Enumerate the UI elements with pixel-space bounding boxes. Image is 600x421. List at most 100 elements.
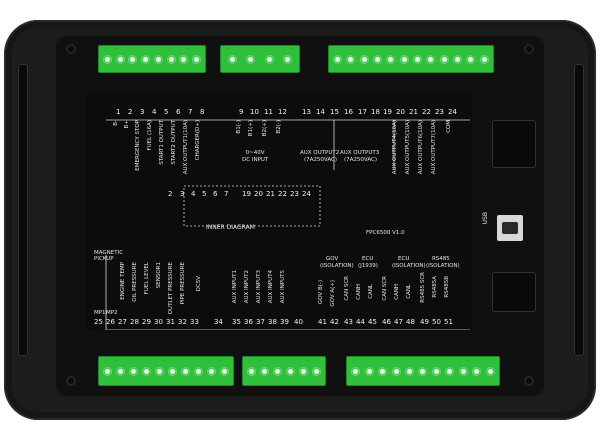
inner-number: 7 (224, 190, 229, 198)
terminal-number: 16 (344, 108, 353, 116)
terminal-block-top-2[interactable] (220, 45, 300, 73)
terminal-number: 27 (118, 318, 127, 326)
side-slot (574, 64, 584, 356)
label-aux-output4: AUX OUTPUT4(10A) (392, 120, 398, 175)
ecu-isolation-label: ECU (398, 256, 410, 262)
inner-number: 23 (290, 190, 299, 198)
label-b-minus: B- (113, 120, 119, 126)
terminal-number: 45 (368, 318, 377, 326)
mounting-hole (524, 376, 534, 386)
terminal-block-bottom-3[interactable] (346, 356, 500, 386)
label-aux-output5: AUX OUTPUT5(10A) (405, 120, 411, 175)
ecu-j1939-label: ECU (362, 256, 374, 262)
label-aux-output6: AUX OUTPUT6(10A) (418, 120, 424, 175)
terminal-number: 34 (214, 318, 223, 326)
label-charger: CHARGER(D+) (195, 120, 201, 161)
gov-group-sub: (ISOLATION) (320, 263, 354, 269)
inner-number: 20 (254, 190, 263, 198)
label-b1-plus: B1(+) (248, 120, 254, 137)
label-gov-a: GOV A(+) (330, 280, 336, 307)
rs485-label: RS485 (432, 256, 450, 262)
terminal-number: 19 (383, 108, 392, 116)
mounting-hole (66, 376, 76, 386)
terminal-number: 12 (278, 108, 287, 116)
label-b1-minus: B1(-) (236, 120, 242, 134)
terminal-number: 23 (435, 108, 444, 116)
terminal-block-bottom-1[interactable] (98, 356, 234, 386)
aux-output2-rating: (7A250VAC) (304, 157, 337, 163)
ecu-j1939-sub: (J1939) (358, 263, 378, 269)
ecu-isolation-sub: (ISOLATION) (392, 263, 426, 269)
terminal-number: 2 (128, 108, 133, 116)
mounting-hole (66, 44, 76, 54)
terminal-number: 44 (356, 318, 365, 326)
terminal-number: 40 (294, 318, 303, 326)
usb-port[interactable] (497, 215, 523, 241)
terminal-number: 29 (142, 318, 151, 326)
label-aux-input4: AUX INPUT4 (268, 270, 274, 304)
label-start1: START1 OUTPUT (159, 120, 165, 165)
terminal-number: 10 (250, 108, 259, 116)
label-mp2: MP2 (106, 310, 118, 316)
inner-number: 4 (191, 190, 196, 198)
aux-output3-label: AUX OUTPUT3 (340, 150, 380, 156)
inner-diagram-title: INNER DIAGRAM (206, 224, 255, 231)
label-fuel-level: FUEL LEVEL (144, 262, 150, 295)
terminal-number: 22 (422, 108, 431, 116)
label-pipe-pressure: PIPE PRESSURE (180, 262, 186, 305)
port-slot (492, 272, 536, 312)
label-dc5v: DC5V (196, 276, 202, 292)
label-start2: START2 OUTPUT (171, 120, 177, 165)
terminal-number: 18 (371, 108, 380, 116)
terminal-number: 33 (190, 318, 199, 326)
label-engine-temp: ENGINE TEMP (120, 262, 126, 300)
label-aux-output7: AUX OUTPUT7(10A) (431, 120, 437, 175)
terminal-number: 28 (130, 318, 139, 326)
terminal-number: 20 (396, 108, 405, 116)
label-canh-2: CANH (394, 284, 400, 300)
label-fuel: FUEL (16A) (147, 120, 153, 151)
terminal-number: 24 (448, 108, 457, 116)
label-canl-2: CANL (406, 284, 412, 299)
terminal-block-bottom-2[interactable] (242, 356, 326, 386)
label-canh: CANH (356, 284, 362, 300)
terminal-number: 49 (420, 318, 429, 326)
label-can-scr: CAN SCR (344, 276, 350, 301)
wiring-label-panel (86, 90, 472, 330)
terminal-number: 30 (154, 318, 163, 326)
label-b2-minus: B2(-) (276, 120, 282, 134)
label-rs485a: RS485A (432, 276, 438, 298)
label-oil-pressure: OIL PRESSURE (132, 262, 138, 302)
inner-number: 19 (242, 190, 251, 198)
inner-number: 6 (213, 190, 218, 198)
label-b-plus: B+ (124, 120, 130, 129)
terminal-number: 35 (232, 318, 241, 326)
terminal-number: 50 (432, 318, 441, 326)
terminal-block-top-1[interactable] (98, 45, 206, 73)
terminal-number: 15 (330, 108, 339, 116)
terminal-number: 39 (280, 318, 289, 326)
terminal-number: 47 (394, 318, 403, 326)
inner-number: 24 (302, 190, 311, 198)
rs485-sub: (ISOLATION) (426, 263, 460, 269)
inner-diagram: INNER DIAGRAM (184, 186, 304, 232)
label-aux-input2: AUX INPUT2 (244, 270, 250, 304)
terminal-number: 46 (382, 318, 391, 326)
label-rs485b: RS485B (444, 276, 450, 298)
label-aux-input1: AUX INPUT1 (232, 270, 238, 304)
terminal-number: 14 (316, 108, 325, 116)
label-aux-input5: AUX INPUT5 (280, 270, 286, 304)
terminal-number: 8 (200, 108, 205, 116)
terminal-number: 9 (239, 108, 244, 116)
terminal-number: 38 (268, 318, 277, 326)
terminal-number: 37 (256, 318, 265, 326)
label-emergency-stop: EMERGENCY STOP (135, 120, 141, 171)
label-outlet-pressure: OUTLET PRESSURE (168, 262, 174, 315)
terminal-number: 13 (302, 108, 311, 116)
terminal-number: 3 (140, 108, 145, 116)
port-slot (492, 120, 536, 168)
terminal-number: 32 (178, 318, 187, 326)
terminal-number: 36 (244, 318, 253, 326)
terminal-block-top-3[interactable] (328, 45, 494, 73)
